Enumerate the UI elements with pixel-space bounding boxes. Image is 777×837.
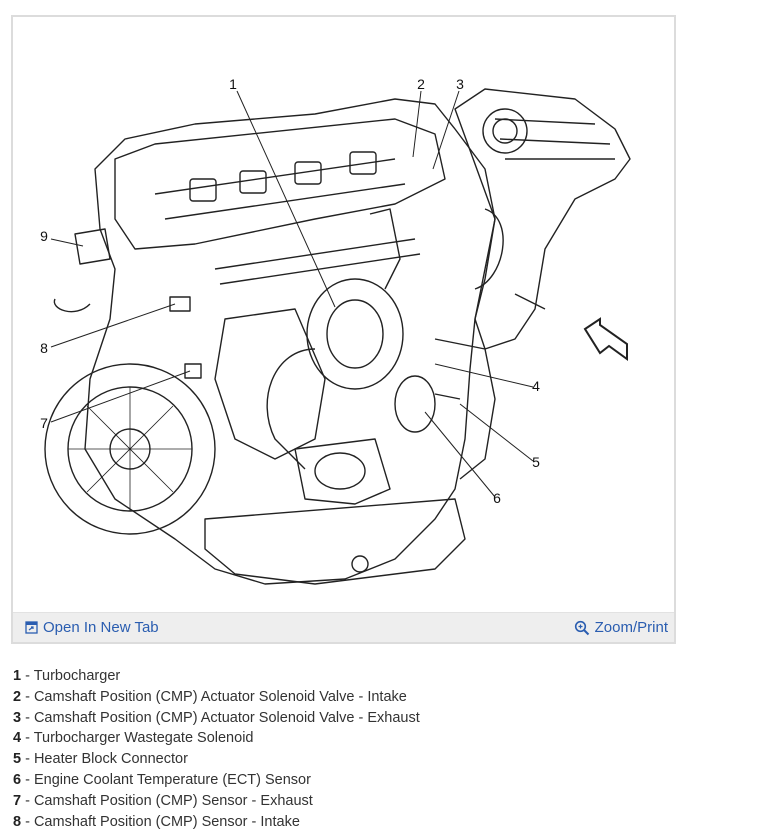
legend-number: 8 xyxy=(13,813,22,830)
legend-text: - Camshaft Position (CMP) Actuator Solen… xyxy=(21,688,407,705)
legend-item: 1 - Turbocharger xyxy=(13,666,420,687)
legend-number: 4 xyxy=(13,730,22,747)
engine-diagram: 1 2 3 4 5 6 7 8 9 xyxy=(40,76,631,585)
callout-2: 2 xyxy=(417,76,425,92)
legend-item: 2 - Camshaft Position (CMP) Actuator Sol… xyxy=(13,687,420,708)
legend-item: 3 - Camshaft Position (CMP) Actuator Sol… xyxy=(13,708,420,729)
front-arrow-icon xyxy=(583,317,628,361)
callout-7: 7 xyxy=(40,415,48,431)
open-new-tab-icon xyxy=(25,621,38,634)
legend-item: 4 - Turbocharger Wastegate Solenoid xyxy=(13,728,420,749)
zoom-print-label: Zoom/Print xyxy=(594,619,668,636)
legend-number: 7 xyxy=(13,792,22,809)
legend-number: 3 xyxy=(13,709,22,726)
legend-text: - Camshaft Position (CMP) Actuator Solen… xyxy=(21,709,420,726)
legend-text: - Turbocharger Wastegate Solenoid xyxy=(21,730,254,747)
callout-9: 9 xyxy=(40,228,48,244)
legend-item: 8 - Camshaft Position (CMP) Sensor - Int… xyxy=(13,812,420,833)
diagram-frame: 1 2 3 4 5 6 7 8 9 Open In New Tab xyxy=(11,15,676,644)
callout-8: 8 xyxy=(40,340,48,356)
legend-number: 2 xyxy=(13,688,22,705)
open-new-tab-label: Open In New Tab xyxy=(43,619,159,636)
legend-number: 1 xyxy=(13,668,22,684)
legend-item: 7 - Camshaft Position (CMP) Sensor - Exh… xyxy=(13,791,420,812)
open-new-tab-link[interactable]: Open In New Tab xyxy=(25,619,159,636)
legend-text: - Turbocharger xyxy=(21,668,121,684)
magnifier-icon xyxy=(574,620,589,635)
legend-text: - Camshaft Position (CMP) Sensor - Intak… xyxy=(21,813,300,830)
legend-item: 6 - Engine Coolant Temperature (ECT) Sen… xyxy=(13,770,420,791)
legend-item: 5 - Heater Block Connector xyxy=(13,749,420,770)
zoom-print-link[interactable]: Zoom/Print xyxy=(574,619,668,636)
callout-6: 6 xyxy=(493,490,501,506)
legend-text: - Camshaft Position (CMP) Sensor - Exhau… xyxy=(21,792,313,809)
legend-number: 5 xyxy=(13,751,22,768)
legend-number: 6 xyxy=(13,771,22,788)
diagram-toolbar: Open In New Tab Zoom/Print xyxy=(13,612,674,642)
legend-text: - Engine Coolant Temperature (ECT) Senso… xyxy=(21,771,311,788)
legend-text: - Heater Block Connector xyxy=(21,751,188,768)
parts-legend: 1 - Turbocharger 2 - Camshaft Position (… xyxy=(13,666,420,832)
callout-3: 3 xyxy=(456,76,464,92)
callout-4: 4 xyxy=(532,378,540,394)
callout-1: 1 xyxy=(229,76,237,92)
callout-5: 5 xyxy=(532,454,540,470)
